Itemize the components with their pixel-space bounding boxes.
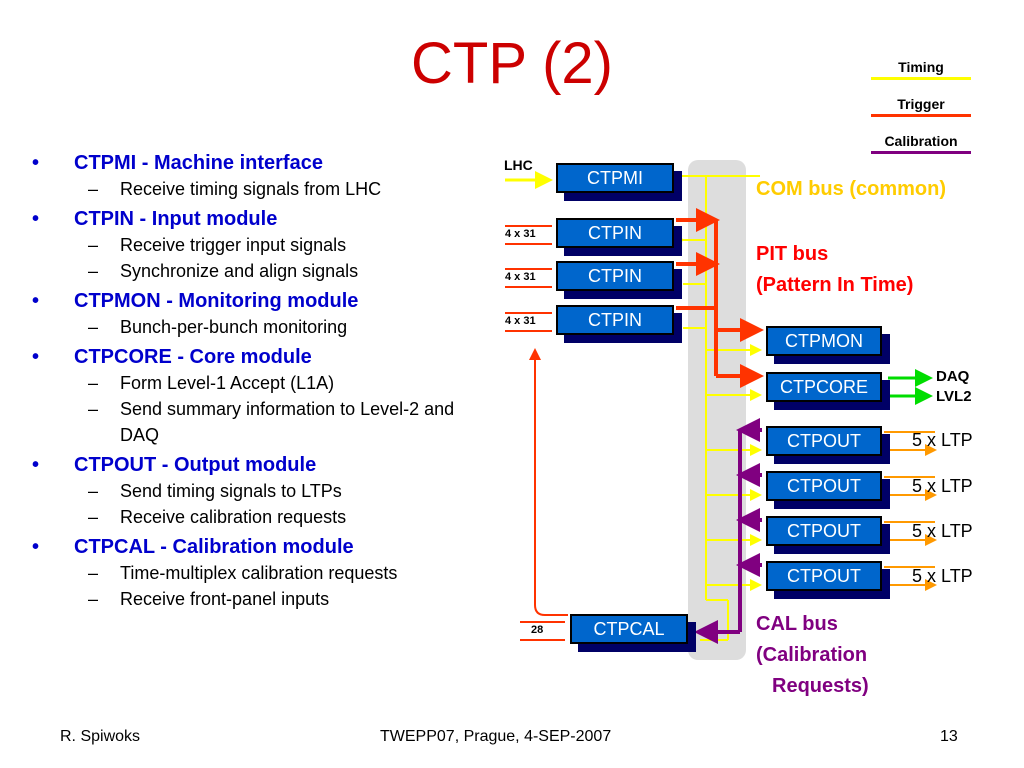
- legend-calibration-line: [871, 151, 971, 154]
- sub-bullet-text: Receive calibration requests: [120, 507, 347, 527]
- sub-bullet-text: Bunch-per-bunch monitoring: [120, 317, 348, 337]
- ltp-label-1: 5 x LTP: [912, 430, 973, 450]
- sub-bullet-marker: –: [88, 317, 99, 337]
- ctpin-module-1: CTPIN: [556, 218, 682, 256]
- bullet-heading: CTPCORE - Core module: [74, 346, 312, 368]
- sub-bullet-marker: –: [88, 563, 99, 583]
- sub-bullet-text: Synchronize and align signals: [120, 261, 359, 281]
- bullet-item: • CTPIN - Input module: [32, 206, 482, 232]
- ctpin-inputs-label-2: 4 x 31: [505, 271, 536, 283]
- bullet-marker: •: [32, 346, 40, 368]
- ctpcal-inputs-label: 28: [531, 624, 544, 636]
- bullet-item: • CTPCAL - Calibration module: [32, 534, 482, 560]
- ctpout-module-2: CTPOUT: [766, 471, 890, 509]
- sub-bullet-item: – Receive front-panel inputs: [32, 586, 482, 612]
- ctpmi-module: CTPMI: [556, 163, 682, 201]
- bullet-marker: •: [32, 290, 40, 312]
- cal-bus-label-3: Requests): [772, 675, 869, 697]
- bullet-item: • CTPMON - Monitoring module: [32, 288, 482, 314]
- cal-bus-label-2: (Calibration: [756, 644, 868, 666]
- bullet-item: • CTPCORE - Core module: [32, 344, 482, 370]
- com-bus-label: COM bus (common): [756, 178, 946, 200]
- ltp-label-2: 5 x LTP: [912, 476, 973, 496]
- sub-bullet-text: Receive timing signals from LHC: [120, 179, 382, 199]
- footer-page-number: 13: [940, 728, 958, 745]
- sub-bullet-marker: –: [88, 235, 99, 255]
- ctpmon-module: CTPMON: [766, 326, 890, 364]
- sub-bullet-item: – Send summary information to Level-2 and…: [32, 396, 482, 448]
- bullet-marker: •: [32, 454, 40, 476]
- ctpout-module-3: CTPOUT: [766, 516, 890, 554]
- sub-bullet-item: – Receive calibration requests: [32, 504, 482, 530]
- sub-bullet-marker: –: [88, 373, 99, 393]
- sub-bullet-item: – Bunch-per-bunch monitoring: [32, 314, 482, 340]
- ltp-label-3: 5 x LTP: [912, 521, 973, 541]
- ctpin-inputs-label-1: 4 x 31: [505, 228, 536, 240]
- cal-bus-label-1: CAL bus: [756, 613, 838, 635]
- sub-bullet-item: – Time-multiplex calibration requests: [32, 560, 482, 586]
- legend-trigger-label: Trigger: [897, 96, 945, 112]
- bullet-marker: •: [32, 536, 40, 558]
- sub-bullet-item: – Receive timing signals from LHC: [32, 176, 482, 202]
- legend-timing-line: [871, 77, 971, 80]
- sub-bullet-marker: –: [88, 481, 99, 501]
- ctpin-module-2: CTPIN: [556, 261, 682, 299]
- bullet-item: • CTPOUT - Output module: [32, 452, 482, 478]
- bullet-list: • CTPMI - Machine interface – Receive timin…: [32, 146, 482, 612]
- sub-bullet-item: – Send timing signals to LTPs: [32, 478, 482, 504]
- slide-title: CTP (2): [411, 31, 613, 96]
- ltp-label-4: 5 x LTP: [912, 566, 973, 586]
- sub-bullet-text: Receive trigger input signals: [120, 235, 347, 255]
- sub-bullet-text: Form Level-1 Accept (L1A): [120, 373, 335, 393]
- bullet-heading: CTPMI - Machine interface: [74, 152, 323, 174]
- bullet-marker: •: [32, 152, 40, 174]
- bullet-heading: CTPOUT - Output module: [74, 454, 317, 476]
- sub-bullet-marker: –: [88, 589, 99, 609]
- sub-bullet-text: Send timing signals to LTPs: [120, 481, 342, 501]
- lhc-label: LHC: [504, 157, 533, 173]
- legend-timing-label: Timing: [898, 59, 944, 75]
- lvl2-label: LVL2: [936, 388, 972, 405]
- legend-calibration-label: Calibration: [884, 133, 958, 149]
- pit-bus-label-2: (Pattern In Time): [756, 274, 914, 296]
- ctpcore-module: CTPCORE: [766, 372, 890, 410]
- sub-bullet-text: Receive front-panel inputs: [120, 589, 330, 609]
- sub-bullet-item: – Form Level-1 Accept (L1A): [32, 370, 482, 396]
- pit-bus-label-1: PIT bus: [756, 243, 829, 265]
- bullet-heading: CTPMON - Monitoring module: [74, 290, 359, 312]
- bullet-marker: •: [32, 208, 40, 230]
- ctpin-module-3: CTPIN: [556, 305, 682, 343]
- ctpout-module-1: CTPOUT: [766, 426, 890, 464]
- legend-trigger-line: [871, 114, 971, 117]
- ctpout-module-4: CTPOUT: [766, 561, 890, 599]
- sub-bullet-marker: –: [88, 507, 99, 527]
- sub-bullet-text: Time-multiplex calibration requests: [120, 563, 398, 583]
- sub-bullet-item: – Receive trigger input signals: [32, 232, 482, 258]
- ctpcal-module: CTPCAL: [570, 614, 696, 652]
- sub-bullet-marker: –: [88, 179, 99, 199]
- ctpin-inputs-label-3: 4 x 31: [505, 315, 536, 327]
- sub-bullet-marker: –: [88, 399, 99, 419]
- bullet-heading: CTPIN - Input module: [74, 208, 278, 230]
- footer-author: R. Spiwoks: [60, 728, 141, 745]
- footer-event: TWEPP07, Prague, 4-SEP-2007: [380, 728, 612, 745]
- bullet-heading: CTPCAL - Calibration module: [74, 536, 354, 558]
- bullet-item: • CTPMI - Machine interface: [32, 150, 482, 176]
- daq-label: DAQ: [936, 368, 970, 385]
- sub-bullet-marker: –: [88, 261, 99, 281]
- sub-bullet-text: Send summary information to Level-2 and …: [120, 399, 455, 445]
- sub-bullet-item: – Synchronize and align signals: [32, 258, 482, 284]
